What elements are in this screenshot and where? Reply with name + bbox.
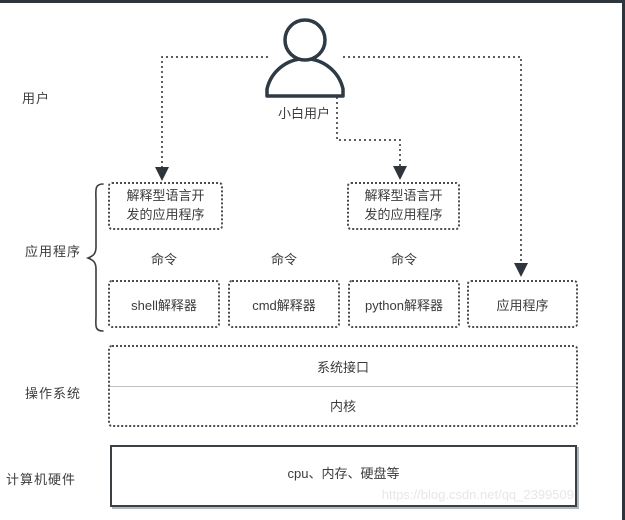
application-box: 应用程序 bbox=[467, 280, 578, 328]
os-kernel-label: 内核 bbox=[329, 399, 356, 415]
command-label-shell: 命令 bbox=[150, 252, 177, 267]
interpreter-box-cmd: cmd解释器 bbox=[228, 280, 340, 328]
os-system-interface-area: 系统接口 bbox=[110, 347, 576, 387]
command-label-python: 命令 bbox=[390, 252, 417, 267]
command-label-cmd: 命令 bbox=[270, 252, 297, 267]
connector-user-to-application bbox=[343, 56, 522, 264]
interpreter-python-label: python解释器 bbox=[364, 297, 444, 313]
frame-right-border bbox=[622, 0, 625, 520]
layer-label-application: 应用程序 bbox=[25, 244, 82, 259]
layer-label-os: 操作系统 bbox=[25, 386, 82, 401]
watermark-text: https://blog.csdn.net/qq_2399509 bbox=[381, 487, 574, 502]
interpreted-app-right-label: 解释型语言开 发的应用程序 bbox=[364, 188, 443, 222]
layer-label-user: 用户 bbox=[22, 91, 51, 106]
interpreted-app-box-left: 解释型语言开 发的应用程序 bbox=[108, 182, 223, 230]
interpreter-shell-label: shell解释器 bbox=[131, 297, 197, 313]
connector-user-to-right-app bbox=[336, 97, 401, 167]
application-layer-brace bbox=[85, 183, 104, 332]
person-icon bbox=[265, 18, 345, 98]
frame-top-border bbox=[0, 0, 625, 3]
arrowhead-left-app bbox=[155, 167, 169, 181]
application-box-label: 应用程序 bbox=[496, 297, 549, 313]
user-caption: 小白用户 bbox=[278, 106, 331, 121]
connector-user-to-left-app bbox=[161, 56, 268, 168]
os-system-interface-label: 系统接口 bbox=[316, 359, 369, 375]
interpreted-app-left-label: 解释型语言开 发的应用程序 bbox=[126, 188, 205, 222]
layer-label-hardware: 计算机硬件 bbox=[6, 472, 77, 487]
hardware-content: cpu、内存、硬盘等 bbox=[287, 466, 400, 481]
interpreted-app-box-right: 解释型语言开 发的应用程序 bbox=[347, 182, 460, 230]
hardware-box: cpu、内存、硬盘等 https://blog.csdn.net/qq_2399… bbox=[110, 445, 577, 507]
interpreter-box-python: python解释器 bbox=[348, 280, 460, 328]
interpreter-box-shell: shell解释器 bbox=[108, 280, 220, 328]
arrowhead-application bbox=[514, 263, 528, 277]
os-box: 系统接口 内核 bbox=[108, 345, 578, 427]
os-kernel-area: 内核 bbox=[110, 387, 576, 426]
arrowhead-right-app bbox=[393, 166, 407, 180]
interpreter-cmd-label: cmd解释器 bbox=[252, 297, 316, 313]
